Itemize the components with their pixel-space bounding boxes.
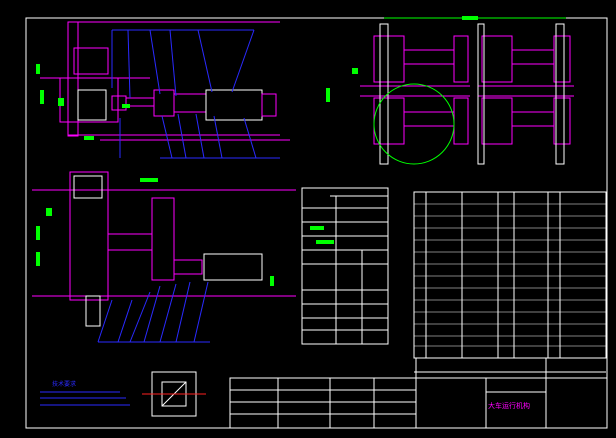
top-left-view — [40, 21, 290, 141]
parts-list-rows — [414, 203, 606, 347]
title-block-name: 大车运行机构 — [488, 401, 530, 410]
detail-circle — [373, 83, 455, 165]
top-right-green-tags — [326, 16, 478, 102]
middle-left-green-tags — [36, 178, 274, 286]
top-left-green-tags — [36, 64, 130, 140]
top-right-view — [360, 17, 574, 145]
section-view — [142, 371, 206, 417]
parts-list — [413, 191, 607, 359]
middle-left-view — [32, 171, 296, 327]
notes-heading: 技术要求 — [52, 380, 76, 388]
technical-notes: 技术要求 — [40, 380, 130, 406]
title-block — [229, 358, 608, 429]
parameter-table — [301, 187, 389, 345]
parameter-table-values — [310, 226, 334, 244]
sheet-frame — [25, 17, 608, 429]
top-left-leaders — [111, 29, 280, 159]
top-right-wheels — [379, 23, 565, 165]
middle-left-leaders — [97, 281, 210, 343]
